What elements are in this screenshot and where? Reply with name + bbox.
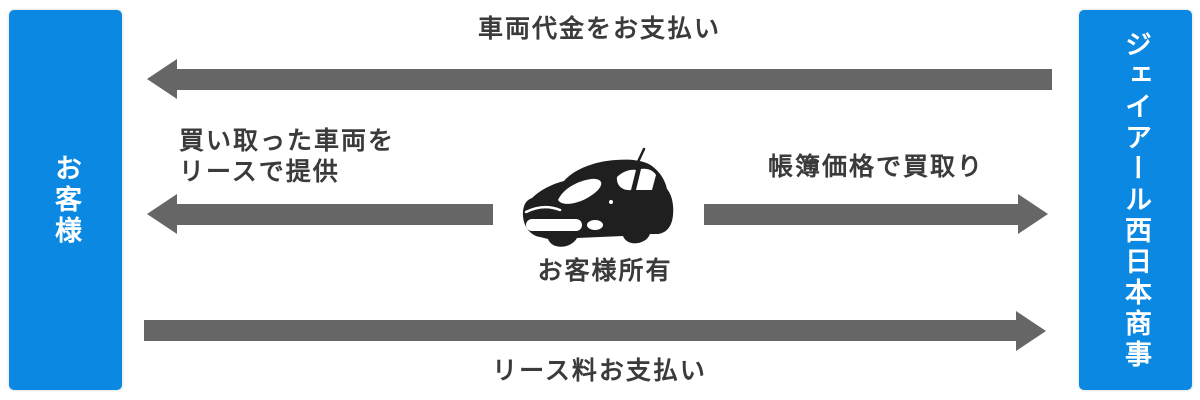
vehicle-payment-arrow xyxy=(175,69,1052,90)
vehicle-payment-arrow-head xyxy=(147,59,177,99)
book-value-purchase-label: 帳簿価格で買取り xyxy=(767,153,984,181)
book-value-purchase-arrow-head xyxy=(1018,194,1048,234)
book-value-purchase-arrow xyxy=(704,204,1018,225)
lease-fee-arrow-head xyxy=(1016,311,1046,351)
company-entity-label: ジェイアール西日本商事 xyxy=(1121,29,1151,371)
lease-provide-label-line2: リースで提供 xyxy=(179,158,340,186)
lease-fee-arrow xyxy=(144,320,1016,341)
customer-entity-label: お客様 xyxy=(51,153,81,247)
car-ownership-caption: お客様所有 xyxy=(537,257,673,285)
lease-provide-label: 買い取った車両を リースで提供 xyxy=(179,126,395,188)
lease-fee-label: リース料お支払い xyxy=(492,357,707,385)
company-entity-box: ジェイアール西日本商事 xyxy=(1079,10,1192,390)
lease-provide-arrow-head xyxy=(147,194,177,234)
customer-entity-box: お客様 xyxy=(9,10,122,390)
lease-provide-arrow xyxy=(175,204,493,225)
car-icon xyxy=(512,146,684,256)
lease-provide-label-line1: 買い取った車両を xyxy=(179,127,396,155)
vehicle-payment-label: 車両代金をお支払い xyxy=(477,15,721,43)
